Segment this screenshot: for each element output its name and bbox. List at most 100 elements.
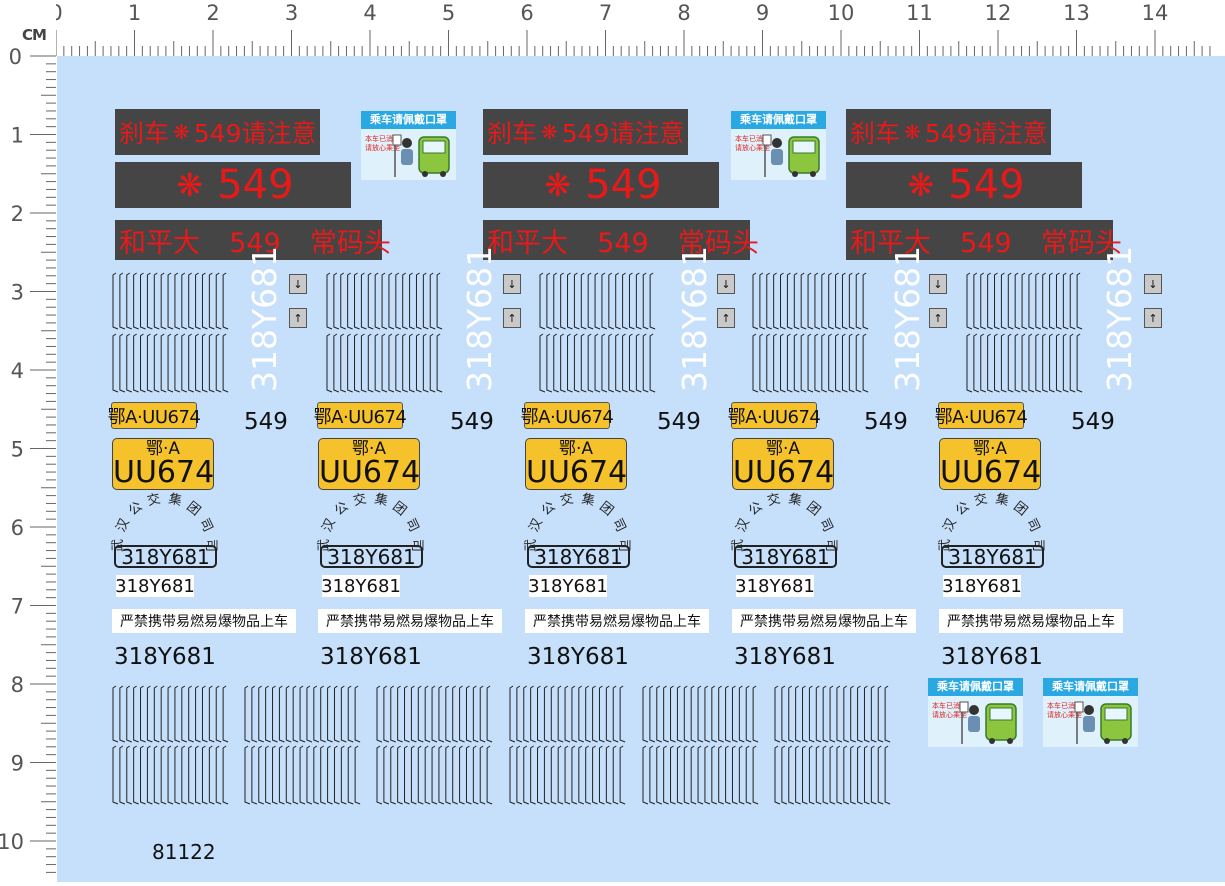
frame-line <box>201 333 208 393</box>
frame-line <box>340 272 346 330</box>
frame-line <box>167 333 174 393</box>
frame-line <box>354 745 361 805</box>
frame-line <box>635 272 642 330</box>
frame-line <box>786 272 793 330</box>
frame-line <box>153 745 160 805</box>
frame-line <box>354 333 360 393</box>
frame-line <box>1035 272 1042 330</box>
company-name-char: 集 <box>372 491 389 510</box>
route-number-label: 549 <box>864 409 908 435</box>
ruler-number: 13 <box>1063 1 1090 25</box>
ruler-number: 3 <box>11 281 24 305</box>
frame-line <box>374 333 381 393</box>
frame-line <box>731 745 738 805</box>
frame-line <box>1042 333 1048 393</box>
frame-line <box>557 745 564 805</box>
fleet-number-vertical: 318Y681 <box>888 245 927 392</box>
poster-note: 本车已消毒请放心乘坐 <box>365 135 400 153</box>
frame-line <box>980 333 986 393</box>
frame-line <box>153 272 160 330</box>
fleet-number-label: 318Y681 <box>115 575 195 597</box>
company-name-char: 集 <box>166 491 183 510</box>
frame-line <box>1076 272 1083 330</box>
frame-line <box>608 333 615 393</box>
poster-note-line: 本车已消毒 <box>932 702 967 710</box>
frame-line <box>422 333 429 393</box>
frame-line <box>808 685 815 743</box>
frame-line <box>731 685 738 743</box>
safety-notice: 严禁携带易燃易爆物品上车 <box>525 609 709 633</box>
frame-line <box>1028 333 1035 393</box>
led-route-number: 549 <box>217 162 294 208</box>
frame-line <box>181 745 188 805</box>
frame-line <box>415 333 422 393</box>
frame-line <box>711 745 718 805</box>
bus-passenger-icon <box>959 701 1017 744</box>
frame-line <box>683 685 690 743</box>
frame-line <box>222 745 229 805</box>
frame-line <box>578 685 585 743</box>
frame-line <box>857 685 863 743</box>
frame-line <box>174 272 181 330</box>
company-name-char: 司 <box>816 516 836 535</box>
frame-line <box>201 745 208 805</box>
frame-line <box>278 745 285 805</box>
led-destination-sign: 和平大 549 常码头 <box>483 220 759 260</box>
frame-line <box>146 272 153 330</box>
bus-stop-sign <box>762 134 772 146</box>
frame-line <box>857 745 863 805</box>
frame-line <box>836 745 843 805</box>
frame-line <box>486 745 493 805</box>
frame-line <box>800 333 807 393</box>
poster-title: 乘车请佩戴口罩 <box>370 113 447 126</box>
frame-line <box>374 272 381 330</box>
frame-line <box>409 272 415 330</box>
frame-line <box>195 272 201 330</box>
led-warning-text: 549请注意 <box>561 119 685 148</box>
frame-line <box>966 333 973 393</box>
window-frame-decal-upper <box>112 272 229 330</box>
frame-line <box>195 745 201 805</box>
frame-line <box>543 685 550 743</box>
frame-line <box>409 333 415 393</box>
frame-line <box>360 272 367 330</box>
route-number-label: 549 <box>244 409 288 435</box>
door-enter-arrow: ↑ <box>1148 311 1158 325</box>
door-enter-arrow: ↑ <box>293 311 303 325</box>
frame-line <box>601 272 608 330</box>
poster-note-line: 本车已消毒 <box>365 135 400 143</box>
frame-line <box>800 272 807 330</box>
door-exit-arrow: ↓ <box>933 277 943 291</box>
frame-line <box>1049 333 1055 393</box>
frame-line <box>347 745 354 805</box>
frame-line <box>126 333 132 393</box>
company-name-char: 交 <box>766 491 783 510</box>
frame-line <box>752 333 759 393</box>
license-plate-small: 鄂A·UU674 <box>108 402 201 429</box>
plate-province: 鄂·A <box>145 439 181 459</box>
frame-line <box>585 745 591 805</box>
frame-line <box>863 745 870 805</box>
frame-line <box>509 685 516 743</box>
led-warning-sign: 刹车❋549请注意 <box>483 109 688 155</box>
frame-line <box>642 685 649 743</box>
company-name-char: 团 <box>596 499 616 520</box>
frame-line <box>1069 272 1076 330</box>
mask-poster: 乘车请佩戴口罩本车已消毒请放心乘坐 <box>731 111 826 180</box>
frame-line <box>208 333 215 393</box>
frame-line <box>580 272 587 330</box>
frame-line <box>656 685 662 743</box>
frame-line <box>870 685 877 743</box>
frame-line <box>347 272 353 330</box>
frame-line <box>1007 272 1014 330</box>
ruler-number: 6 <box>11 516 24 540</box>
passenger-body <box>771 149 783 165</box>
frame-line <box>146 685 153 743</box>
frame-line <box>578 745 585 805</box>
mask-poster: 乘车请佩戴口罩本车已消毒请放心乘坐 <box>361 111 456 180</box>
frame-line <box>850 745 856 805</box>
frame-line <box>126 272 132 330</box>
window-frame-decal-upper <box>376 685 493 743</box>
